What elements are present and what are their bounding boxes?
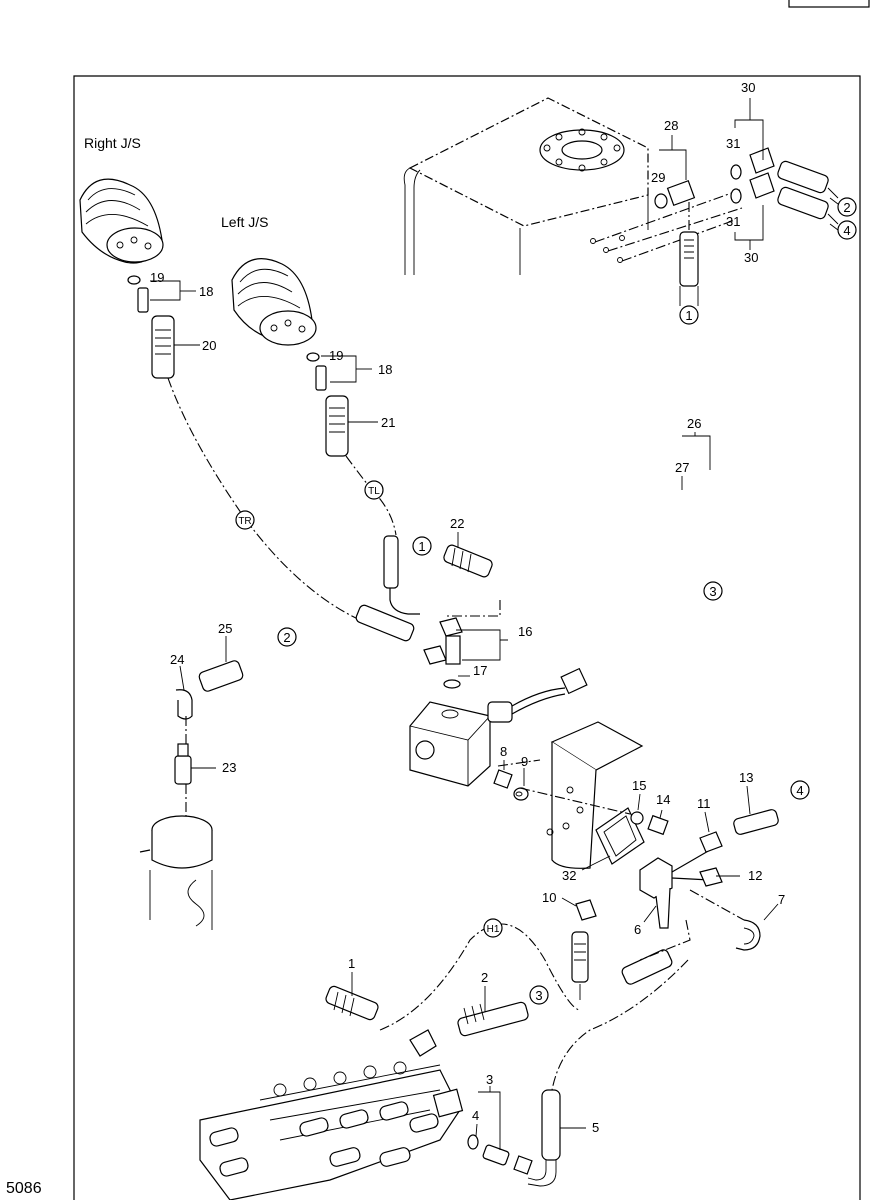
part-no-1: 1 — [348, 956, 355, 971]
return-line — [551, 959, 689, 1091]
main-control-valve — [199, 1029, 464, 1200]
part-no-4: 4 — [472, 1108, 479, 1123]
pressure-switch-assembly — [139, 660, 244, 930]
part-no-13: 13 — [739, 770, 753, 785]
part-no-30-bottom: 30 — [744, 250, 758, 265]
part-no-7: 7 — [778, 892, 785, 907]
part-no-18-right: 18 — [199, 284, 213, 299]
circled-ref-1-top: 1 — [679, 305, 699, 325]
elbow-10 — [575, 899, 597, 921]
leader-lines — [150, 98, 779, 1150]
part-no-19-right: 19 — [150, 270, 164, 285]
fittings-11-12-13 — [699, 809, 779, 887]
page-number: 5086 — [6, 1180, 42, 1197]
part-no-31-bottom: 31 — [726, 214, 740, 229]
part-no-25: 25 — [218, 621, 232, 636]
part-no-11: 11 — [697, 796, 711, 811]
part-no-5: 5 — [592, 1120, 599, 1135]
pipe-5 — [541, 1089, 561, 1161]
part-no-22: 22 — [450, 516, 464, 531]
washer-15 — [630, 811, 644, 825]
part-no-2: 2 — [481, 970, 488, 985]
bolt-14 — [647, 814, 669, 836]
part-no-10: 10 — [542, 890, 556, 905]
svg-text:TR: TR — [238, 516, 251, 527]
svg-text:TL: TL — [368, 486, 380, 497]
part-no-32: 32 — [562, 868, 576, 883]
right-joystick — [79, 178, 175, 379]
svg-text:3: 3 — [535, 988, 542, 1003]
part-no-3: 3 — [486, 1072, 493, 1087]
corner-tab — [788, 0, 870, 8]
diagram-frame — [73, 75, 861, 1200]
u-pipe-7 — [735, 919, 761, 951]
part-no-26: 26 — [687, 416, 701, 431]
solenoid-valve — [409, 667, 588, 787]
part-no-27: 27 — [675, 460, 689, 475]
pipe-tag-tl: TL — [364, 480, 384, 500]
connector-3 — [482, 1144, 510, 1166]
left-joystick — [231, 258, 349, 457]
circled-ref-1-mid: 1 — [412, 536, 432, 556]
circled-ref-4-right: 4 — [790, 780, 810, 800]
part-no-16: 16 — [518, 624, 532, 639]
part-no-21: 21 — [381, 415, 395, 430]
part-no-12: 12 — [748, 868, 762, 883]
part-no-9: 9 — [521, 754, 528, 769]
svg-text:1: 1 — [418, 539, 425, 554]
hose-22 — [443, 544, 493, 578]
part-no-23: 23 — [222, 760, 236, 775]
part-no-18-left: 18 — [378, 362, 392, 377]
svg-text:4: 4 — [796, 783, 803, 798]
svg-text:2: 2 — [843, 200, 850, 215]
left-joystick-label: Left J/S — [221, 214, 268, 230]
svg-text:2: 2 — [283, 630, 290, 645]
o-ring-4 — [467, 1134, 479, 1150]
svg-text:1: 1 — [685, 308, 692, 323]
hose-1 — [325, 985, 379, 1021]
o-ring-29 — [654, 193, 668, 209]
hose-2 — [457, 1001, 529, 1037]
part-no-30-top: 30 — [741, 80, 755, 95]
circled-ref-3-bottom: 3 — [529, 985, 549, 1005]
part-no-14: 14 — [656, 792, 670, 807]
part-no-20: 20 — [202, 338, 216, 353]
valve-block-6 — [639, 849, 711, 929]
circled-ref-2-top: 2 — [837, 197, 857, 217]
hydraulic-tank — [403, 97, 743, 275]
circled-ref-3-right: 3 — [703, 581, 723, 601]
tee-fitting-16 — [423, 617, 463, 689]
mounting-bracket — [546, 721, 645, 869]
part-no-29: 29 — [651, 170, 665, 185]
part-no-15: 15 — [632, 778, 646, 793]
part-no-8: 8 — [500, 744, 507, 759]
part-no-28: 28 — [664, 118, 678, 133]
pipe-tag-tr: TR — [235, 510, 255, 530]
part-no-6: 6 — [634, 922, 641, 937]
part-no-24: 24 — [170, 652, 184, 667]
elbow-fittings-30 — [730, 147, 839, 225]
hose-end-fitting — [679, 231, 699, 287]
circled-ref-4-top: 4 — [837, 220, 857, 240]
right-joystick-label: Right J/S — [84, 135, 141, 151]
o-ring-17 — [443, 679, 461, 689]
nut-8 — [493, 769, 513, 789]
svg-text:4: 4 — [843, 223, 850, 238]
svg-text:H1: H1 — [487, 924, 500, 935]
part-no-31-top: 31 — [726, 136, 740, 151]
pipe-tag-h1: H1 — [483, 918, 503, 938]
tank-return-fitting — [654, 180, 699, 306]
svg-text:3: 3 — [709, 584, 716, 599]
part-no-19-left: 19 — [329, 348, 343, 363]
circled-ref-2-left: 2 — [277, 627, 297, 647]
part-no-17: 17 — [473, 663, 487, 678]
hose-tr-end — [355, 604, 415, 642]
